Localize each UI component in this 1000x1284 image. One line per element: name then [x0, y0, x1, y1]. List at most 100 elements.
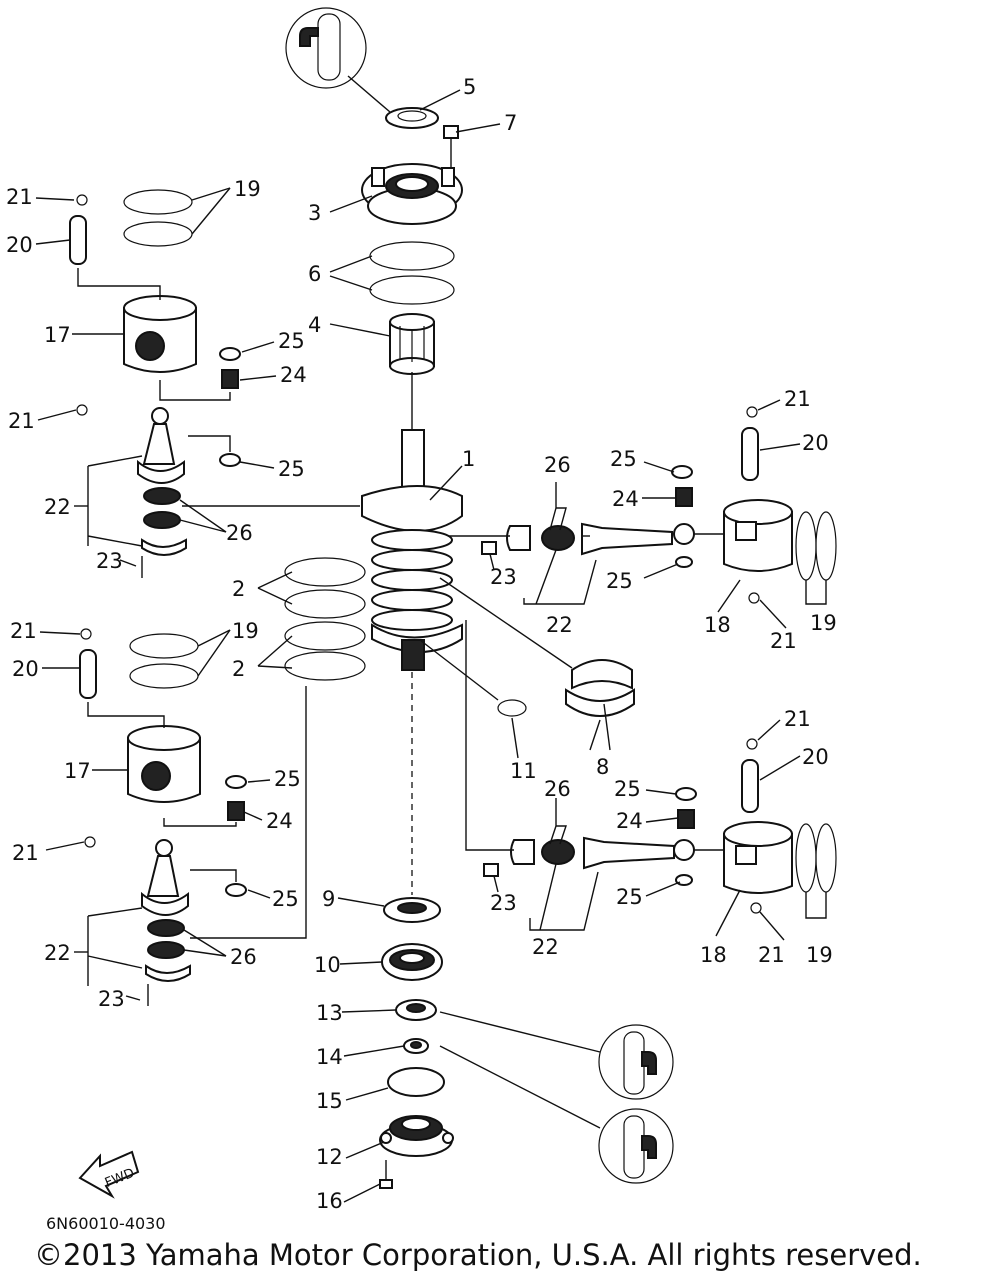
part-label-24-b: 24 — [266, 809, 293, 833]
grease-callout-bottom-1 — [439, 1011, 674, 1100]
piston-rings-2 — [284, 557, 366, 681]
rod-cap-22-lower-right — [510, 839, 535, 865]
leader-lines — [35, 89, 827, 1203]
oil-seal-13 — [395, 999, 437, 1021]
clip-21-lower-left-bottom — [84, 836, 96, 848]
clip-21-upper-right-top — [746, 406, 758, 418]
part-label-20-b: 20 — [12, 657, 39, 681]
piston-18-upper-right — [723, 499, 793, 572]
seal-9 — [383, 897, 441, 923]
part-label-18-b: 18 — [700, 943, 727, 967]
washer-25-lower-left — [225, 775, 247, 789]
washer-25-upper-left — [219, 347, 241, 361]
connecting-rod-22-upper-left — [137, 407, 185, 484]
part-label-22-a: 22 — [44, 495, 71, 519]
gasket-15 — [387, 1067, 445, 1097]
part-label-21-d: 21 — [12, 841, 39, 865]
bearing-26-upper-right — [541, 525, 575, 551]
ball-bearing-10 — [381, 943, 443, 981]
o-rings-6 — [369, 241, 455, 305]
part-label-22-d: 22 — [532, 935, 559, 959]
rod-cap-22-upper-right — [506, 525, 531, 551]
piston-rings-19-upper-right — [795, 511, 837, 581]
part-label-19-c: 19 — [810, 611, 837, 635]
part-label-2-lower: 2 — [232, 657, 245, 681]
bearing-26-lower-right — [541, 839, 575, 865]
part-label-21-e: 21 — [784, 387, 811, 411]
bolt-7 — [443, 125, 459, 168]
part-label-22-b: 22 — [44, 941, 71, 965]
clip-21-lower-left-top — [80, 628, 92, 640]
part-label-18-a: 18 — [704, 613, 731, 637]
part-label-8: 8 — [596, 755, 609, 779]
part-label-23-b: 23 — [98, 987, 125, 1011]
washer-25-upper-left-2 — [219, 453, 241, 467]
part-label-23-a: 23 — [96, 549, 123, 573]
part-label-25-c: 25 — [274, 767, 301, 791]
clip-21-upper-left-bottom — [76, 404, 88, 416]
piston-pin-20-lower-right — [741, 759, 759, 813]
washer-25-upper-right — [671, 465, 693, 479]
piston-pin-20-upper-left — [69, 215, 87, 265]
part-label-26-a: 26 — [226, 521, 253, 545]
part-label-17-b: 17 — [64, 759, 91, 783]
clip-21-upper-right-bottom — [748, 592, 760, 604]
rod-cap-22-upper-left — [141, 538, 187, 556]
part-label-21-b: 21 — [8, 409, 35, 433]
part-label-25-f: 25 — [606, 569, 633, 593]
connecting-rod-22-lower-left — [141, 839, 189, 916]
washer-25-lower-left-2 — [225, 883, 247, 897]
part-label-2-upper: 2 — [232, 577, 245, 601]
clip-21-lower-right-bottom — [750, 902, 762, 914]
part-label-20-a: 20 — [6, 233, 33, 257]
clip-11 — [497, 699, 527, 717]
bolt-23-upper-right — [481, 541, 497, 555]
nut-24-lower-right — [677, 809, 695, 829]
clip-11-link — [419, 639, 499, 701]
part-label-24-d: 24 — [616, 809, 643, 833]
part-label-21-f: 21 — [770, 629, 797, 653]
part-label-13: 13 — [316, 1001, 343, 1025]
part-label-21-a: 21 — [6, 185, 33, 209]
part-label-24-a: 24 — [280, 363, 307, 387]
bolt-16 — [379, 1160, 393, 1189]
part-label-19-a: 19 — [234, 177, 261, 201]
part-label-16: 16 — [316, 1189, 343, 1213]
part-label-11: 11 — [510, 759, 537, 783]
part-label-19-d: 19 — [806, 943, 833, 967]
part-label-25-b: 25 — [278, 457, 305, 481]
bearing-26-lower-left — [147, 919, 185, 959]
part-label-15: 15 — [316, 1089, 343, 1113]
part-label-23-d: 23 — [490, 891, 517, 915]
part-label-25-h: 25 — [616, 885, 643, 909]
part-label-22-c: 22 — [546, 613, 573, 637]
crankshaft-1 — [361, 429, 463, 671]
piston-pin-20-lower-left — [79, 649, 97, 699]
assembly-lines — [77, 268, 724, 939]
part-label-25-d: 25 — [272, 887, 299, 911]
part-label-20-d: 20 — [802, 745, 829, 769]
piston-rings-19-lower-right — [795, 823, 837, 893]
part-label-6: 6 — [308, 262, 321, 286]
part-label-9: 9 — [322, 887, 335, 911]
nut-24-upper-left — [221, 369, 239, 389]
nut-24-lower-left — [227, 801, 245, 821]
washer-25-lower-right-2 — [675, 874, 693, 886]
part-label-17-a: 17 — [44, 323, 71, 347]
washer-25-upper-right-2 — [675, 556, 693, 568]
part-label-25-a: 25 — [278, 329, 305, 353]
part-label-14: 14 — [316, 1045, 343, 1069]
connecting-rod-22-lower-right — [583, 836, 695, 870]
drawing-code: 6N60010-4030 — [46, 1214, 166, 1233]
crank-bearing-8 — [565, 659, 635, 717]
forward-arrow-icon: FWD — [78, 1150, 140, 1199]
bearing-8-link — [439, 577, 573, 669]
grease-callout-top — [285, 7, 391, 113]
part-label-26-d: 26 — [544, 777, 571, 801]
clip-21-lower-right-top — [746, 738, 758, 750]
piston-rings-19-lower-left — [129, 633, 199, 689]
part-label-7: 7 — [504, 111, 517, 135]
part-label-21-h: 21 — [758, 943, 785, 967]
part-label-4: 4 — [308, 313, 321, 337]
part-label-10: 10 — [314, 953, 341, 977]
